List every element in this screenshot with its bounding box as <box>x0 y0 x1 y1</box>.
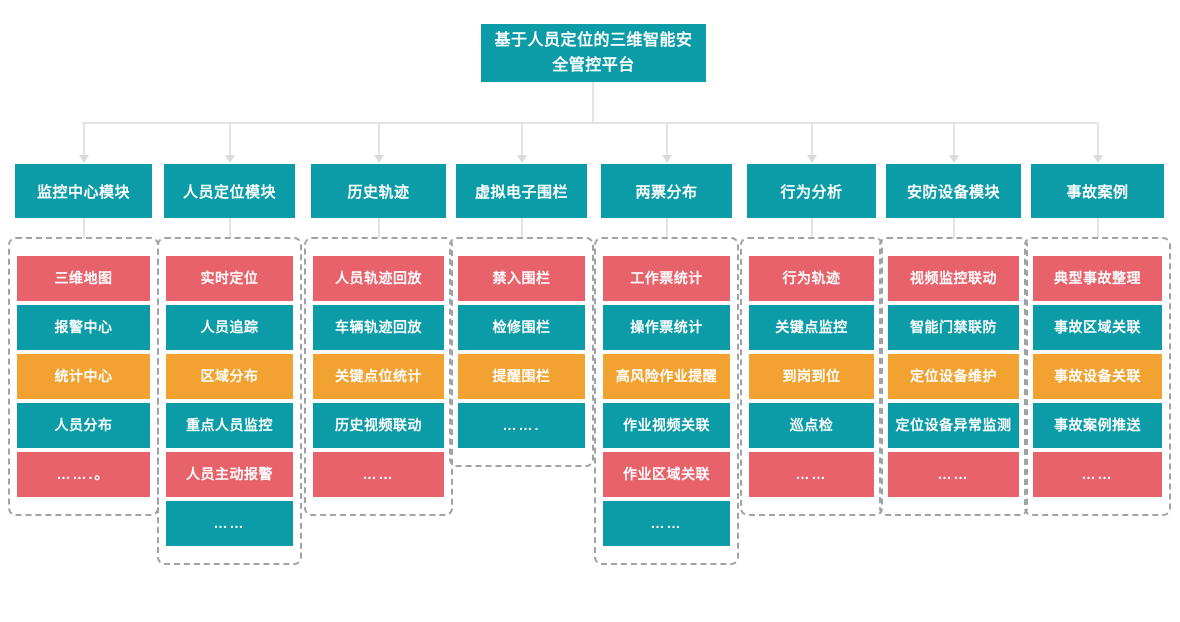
module-item[interactable]: 视频监控联动 <box>886 254 1021 303</box>
module-item[interactable]: 人员分布 <box>15 401 152 450</box>
module-item[interactable]: 典型事故整理 <box>1031 254 1164 303</box>
arrow-head-8 <box>1092 155 1103 163</box>
connector-drop-2 <box>228 123 231 155</box>
connector-drop-5 <box>665 123 668 155</box>
arrow-head-4 <box>516 155 527 163</box>
module-group-5 <box>594 237 739 565</box>
module-item[interactable]: …….。 <box>15 450 152 499</box>
module-item[interactable]: 实时定位 <box>164 254 295 303</box>
module-item[interactable]: 统计中心 <box>15 352 152 401</box>
arrow-head-7 <box>948 155 959 163</box>
horizontal-bus-connector <box>82 122 1097 124</box>
connector-header-to-group-3 <box>377 218 380 238</box>
module-item[interactable]: …… <box>311 450 446 499</box>
module-group-7 <box>879 237 1028 516</box>
module-header-6[interactable]: 行为分析 <box>747 164 876 218</box>
root-vertical-connector <box>592 82 594 123</box>
module-item[interactable]: 关键点位统计 <box>311 352 446 401</box>
module-group-6 <box>740 237 883 516</box>
module-item[interactable]: 事故区域关联 <box>1031 303 1164 352</box>
arrow-head-5 <box>661 155 672 163</box>
module-item[interactable]: …… <box>601 499 732 548</box>
connector-drop-7 <box>952 123 955 155</box>
connector-drop-3 <box>377 123 380 155</box>
module-header-2[interactable]: 人员定位模块 <box>164 164 295 218</box>
arrow-head-1 <box>78 155 89 163</box>
module-header-1[interactable]: 监控中心模块 <box>15 164 152 218</box>
module-item[interactable]: 作业视频关联 <box>601 401 732 450</box>
connector-header-to-group-5 <box>665 218 668 238</box>
module-item[interactable]: 定位设备异常监测 <box>886 401 1021 450</box>
module-item[interactable]: 提醒围栏 <box>456 352 587 401</box>
module-item[interactable]: 操作票统计 <box>601 303 732 352</box>
module-item[interactable]: 到岗到位 <box>747 352 876 401</box>
connector-header-to-group-2 <box>228 218 231 238</box>
module-header-7[interactable]: 安防设备模块 <box>886 164 1021 218</box>
module-group-3 <box>304 237 453 516</box>
module-item[interactable]: 事故案例推送 <box>1031 401 1164 450</box>
module-group-2 <box>157 237 302 565</box>
connector-drop-4 <box>520 123 523 155</box>
connector-header-to-group-1 <box>82 218 85 238</box>
module-item[interactable]: 人员轨迹回放 <box>311 254 446 303</box>
module-item[interactable]: 重点人员监控 <box>164 401 295 450</box>
connector-header-to-group-7 <box>952 218 955 238</box>
module-group-4 <box>449 237 594 467</box>
module-header-3[interactable]: 历史轨迹 <box>311 164 446 218</box>
module-header-8[interactable]: 事故案例 <box>1031 164 1164 218</box>
module-header-4[interactable]: 虚拟电子围栏 <box>456 164 587 218</box>
module-item[interactable]: …… <box>747 450 876 499</box>
arrow-head-6 <box>806 155 817 163</box>
module-item[interactable]: ……. <box>456 401 587 450</box>
root-title-box: 基于人员定位的三维智能安全管控平台 <box>481 24 706 82</box>
module-group-8 <box>1024 237 1171 516</box>
module-item[interactable]: 报警中心 <box>15 303 152 352</box>
module-header-5[interactable]: 两票分布 <box>601 164 732 218</box>
module-item[interactable]: 定位设备维护 <box>886 352 1021 401</box>
module-item[interactable]: 事故设备关联 <box>1031 352 1164 401</box>
module-item[interactable]: 高风险作业提醒 <box>601 352 732 401</box>
module-item[interactable]: 人员主动报警 <box>164 450 295 499</box>
module-item[interactable]: 作业区域关联 <box>601 450 732 499</box>
module-item[interactable]: 历史视频联动 <box>311 401 446 450</box>
connector-drop-6 <box>810 123 813 155</box>
connector-drop-1 <box>82 123 85 155</box>
module-item[interactable]: 车辆轨迹回放 <box>311 303 446 352</box>
connector-header-to-group-8 <box>1096 218 1099 238</box>
module-item[interactable]: 禁入围栏 <box>456 254 587 303</box>
module-item[interactable]: 检修围栏 <box>456 303 587 352</box>
module-item[interactable]: 关键点监控 <box>747 303 876 352</box>
module-item[interactable]: 区域分布 <box>164 352 295 401</box>
module-item[interactable]: 人员追踪 <box>164 303 295 352</box>
connector-header-to-group-4 <box>520 218 523 238</box>
module-item[interactable]: …… <box>164 499 295 548</box>
connector-drop-8 <box>1096 123 1099 155</box>
module-item[interactable]: 智能门禁联防 <box>886 303 1021 352</box>
arrow-head-3 <box>373 155 384 163</box>
module-item[interactable]: 工作票统计 <box>601 254 732 303</box>
module-item[interactable]: 三维地图 <box>15 254 152 303</box>
module-item[interactable]: …… <box>1031 450 1164 499</box>
arrow-head-2 <box>224 155 235 163</box>
module-item[interactable]: 巡点检 <box>747 401 876 450</box>
module-item[interactable]: …… <box>886 450 1021 499</box>
connector-header-to-group-6 <box>810 218 813 238</box>
module-item[interactable]: 行为轨迹 <box>747 254 876 303</box>
